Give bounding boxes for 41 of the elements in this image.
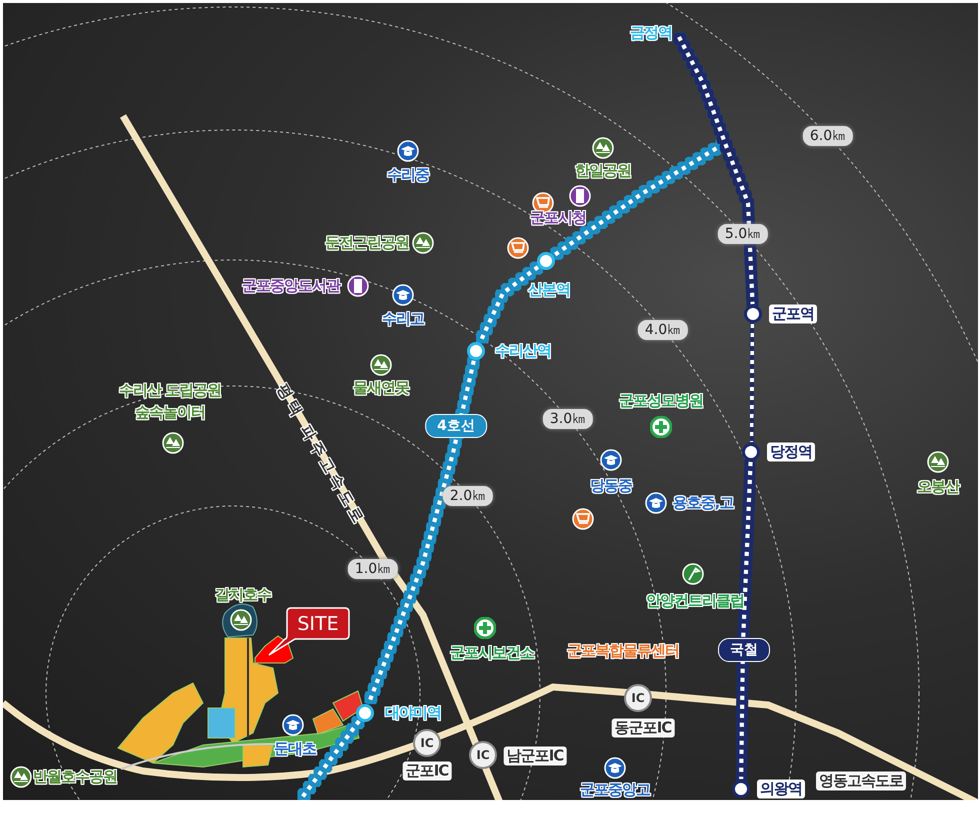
line-label: 4호선: [425, 414, 487, 438]
distance-label: 4.0㎞: [638, 320, 688, 340]
place-label: 수리중: [387, 166, 429, 184]
place-label: 한일공원: [575, 162, 631, 180]
place-label: 동군포IC: [612, 718, 674, 738]
place-label: 영동고속도로: [816, 772, 906, 790]
place-label: 군포IC: [402, 762, 452, 780]
place-label: 당동중: [590, 476, 632, 496]
rail-line: [677, 36, 755, 304]
station-label: 대야미역: [385, 704, 441, 722]
place-label: 군포복합물류센터: [567, 642, 679, 660]
distance-label: 3.0㎞: [542, 409, 594, 429]
place-label: 물새연못: [353, 378, 409, 398]
place-label: 수리고: [382, 310, 424, 328]
place-label: 둔대초: [274, 740, 316, 758]
distance-label: 5.0㎞: [718, 224, 768, 244]
distance-label: 6.0㎞: [802, 126, 854, 146]
station-label: 산본역: [528, 280, 570, 300]
place-label: 군포시보건소: [450, 644, 534, 662]
station-label: 군포역: [769, 304, 817, 324]
place-label: 군포시청: [530, 208, 586, 228]
place-label: 용호중,고: [672, 494, 734, 512]
station-label: 금정역: [630, 24, 672, 42]
station-label: 수리산역: [495, 342, 551, 360]
station-label: 의왕역: [757, 780, 805, 798]
place-label: 갈치호수: [215, 586, 271, 604]
line-label: 국철: [718, 638, 770, 662]
place-label: 오봉산: [917, 478, 959, 496]
rail-line: [749, 324, 755, 442]
place-label: 안양컨트리클럽: [646, 592, 744, 610]
place-label: 군포중앙도서관: [242, 276, 340, 296]
place-label: 군포중앙고: [580, 780, 650, 800]
station-label: 당정역: [767, 442, 815, 462]
rail-line: [299, 720, 361, 800]
distance-label: 1.0㎞: [348, 559, 398, 579]
place-label: 남군포IC: [504, 746, 566, 766]
place-label: 반월호수공원: [33, 768, 117, 786]
place-label: 수리산 도립공원 숲속놀이터: [118, 380, 222, 423]
place-label: 둔전근린공원: [325, 234, 409, 252]
distance-label: 2.0㎞: [442, 486, 494, 506]
place-label: 군포성모병원: [619, 392, 703, 410]
